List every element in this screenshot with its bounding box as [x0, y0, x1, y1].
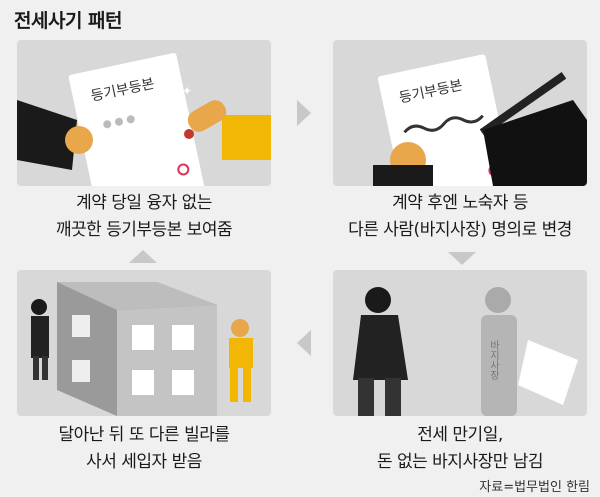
step-1-caption: 계약 당일 융자 없는 깨끗한 등기부등본 보여줌: [0, 190, 294, 244]
step-2-illustration: 등기부등본: [333, 40, 587, 186]
arrow-right-icon: [297, 100, 311, 126]
arrow-left-icon: [297, 330, 311, 356]
infographic-title: 전세사기 패턴: [14, 10, 123, 32]
step-3-illustration: 바지사장: [333, 270, 587, 416]
caption-line: 달아난 뒤 또 다른 빌라를: [58, 425, 230, 445]
step-4-caption: 달아난 뒤 또 다른 빌라를 사서 세입자 받음: [0, 422, 294, 476]
caption-line: 다른 사람(바지사장) 명의로 변경: [348, 220, 572, 240]
arrow-down-icon: [448, 252, 476, 265]
arrow-up-icon: [129, 250, 157, 263]
svg-text:✦: ✦: [167, 55, 180, 74]
figure-label: 바지사장: [488, 340, 500, 380]
caption-line: 깨끗한 등기부등본 보여줌: [55, 220, 233, 240]
caption-line: 전세 만기일,: [417, 425, 503, 445]
caption-line: 돈 없는 바지사장만 남김: [376, 452, 544, 472]
step-1-illustration: 등기부등본 ✦ ✦: [17, 40, 271, 186]
source-credit: 자료=법무법인 한림: [479, 480, 590, 495]
step-2-caption: 계약 후엔 노숙자 등 다른 사람(바지사장) 명의로 변경: [310, 190, 600, 244]
caption-line: 계약 당일 융자 없는: [76, 193, 212, 213]
caption-line: 계약 후엔 노숙자 등: [392, 193, 528, 213]
step-4-illustration: [17, 270, 271, 416]
caption-line: 사서 세입자 받음: [86, 452, 202, 472]
step-3-caption: 전세 만기일, 돈 없는 바지사장만 남김: [310, 422, 600, 476]
svg-text:✦: ✦: [182, 84, 192, 98]
